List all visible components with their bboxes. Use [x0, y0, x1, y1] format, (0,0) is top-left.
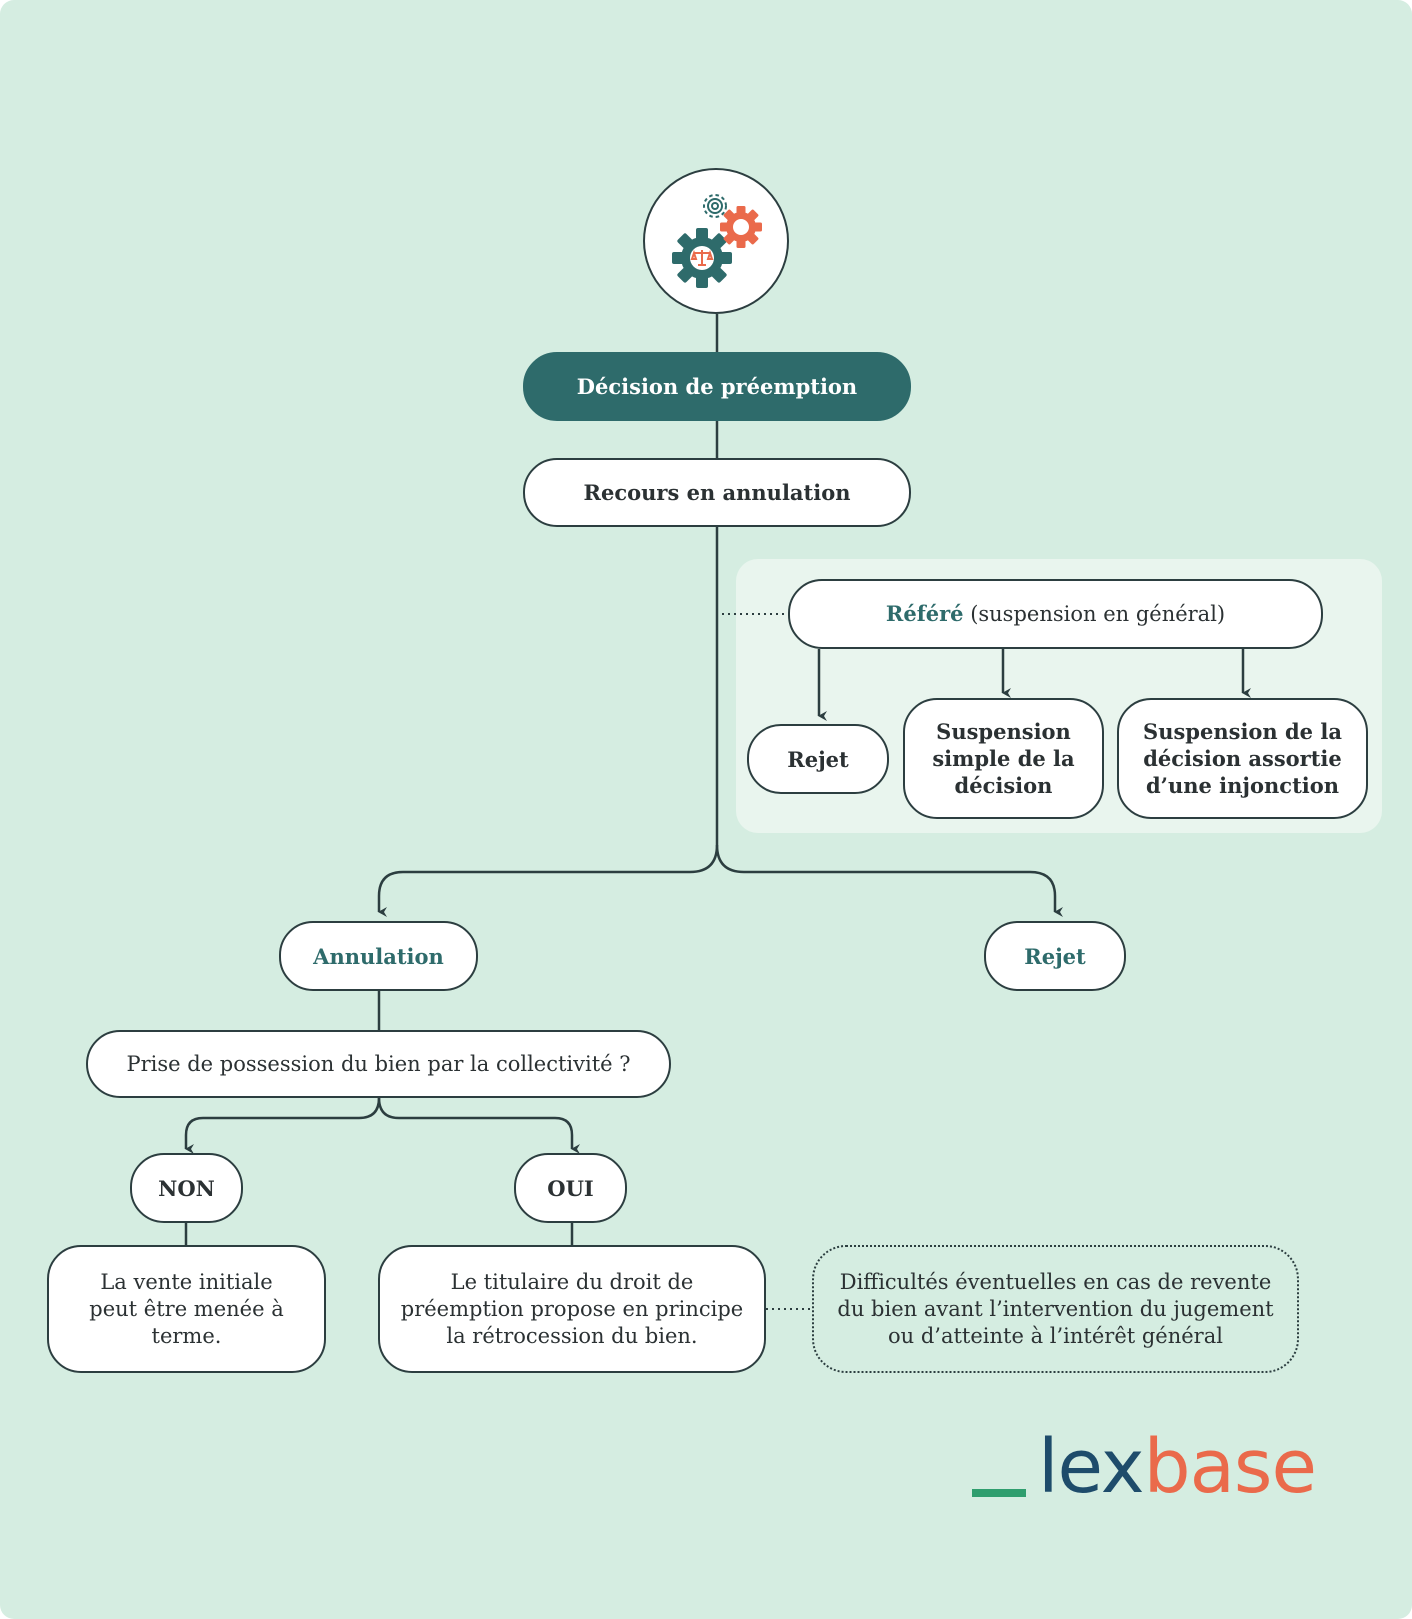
- line-main-rejet: [715, 844, 1063, 917]
- logo-text: lexbase: [1038, 1422, 1317, 1512]
- line-question-non: [184, 1097, 381, 1154]
- refere-text: Référé (suspension en général): [886, 600, 1225, 628]
- refere-rejet-node: Rejet: [747, 724, 889, 794]
- logo-base: base: [1143, 1424, 1317, 1510]
- recours-label: Recours en annulation: [583, 480, 851, 505]
- recours-node: Recours en annulation: [523, 458, 911, 527]
- decision-node: Décision de préemption: [523, 352, 911, 421]
- rejet-node: Rejet: [984, 921, 1126, 991]
- decision-label: Décision de préemption: [576, 374, 858, 399]
- non-node: NON: [130, 1153, 243, 1223]
- suspension-simple-node: Suspension simple de la décision: [903, 698, 1104, 819]
- gears-with-scales-icon: [643, 168, 789, 314]
- refere-node: Référé (suspension en général): [788, 579, 1323, 649]
- oui-label: OUI: [547, 1175, 594, 1201]
- logo-underscore-bar: [972, 1489, 1026, 1497]
- question-label: Prise de possession du bien par la colle…: [126, 1051, 631, 1076]
- rejet-label: Rejet: [1024, 943, 1086, 969]
- refere-suffix: (suspension en général): [963, 602, 1226, 626]
- oui-result-node: Le titulaire du droit de préemption prop…: [378, 1245, 766, 1373]
- suspension-injonction-label: Suspension de la décision assortie d’une…: [1143, 719, 1342, 798]
- line-main-annulation: [377, 844, 719, 917]
- oui-result-label: Le titulaire du droit de préemption prop…: [400, 1269, 744, 1348]
- annulation-label: Annulation: [313, 943, 444, 969]
- line-question-oui: [377, 1097, 580, 1154]
- suspension-simple-label: Suspension simple de la décision: [932, 719, 1075, 798]
- refere-label: Référé: [885, 601, 964, 626]
- question-node: Prise de possession du bien par la colle…: [86, 1030, 671, 1098]
- non-result-node: La vente initiale peut être menée à term…: [47, 1245, 326, 1373]
- note-node: Difficultés éventuelles en cas de revent…: [812, 1245, 1299, 1373]
- oui-node: OUI: [514, 1153, 627, 1223]
- annulation-node: Annulation: [279, 921, 478, 991]
- non-label: NON: [158, 1175, 215, 1201]
- lexbase-logo: lexbase: [950, 1414, 1333, 1524]
- refere-rejet-label: Rejet: [787, 746, 849, 772]
- non-result-label: La vente initiale peut être menée à term…: [89, 1269, 284, 1348]
- note-label: Difficultés éventuelles en cas de revent…: [837, 1269, 1274, 1348]
- suspension-injonction-node: Suspension de la décision assortie d’une…: [1117, 698, 1368, 819]
- logo-lex: lex: [1038, 1424, 1145, 1510]
